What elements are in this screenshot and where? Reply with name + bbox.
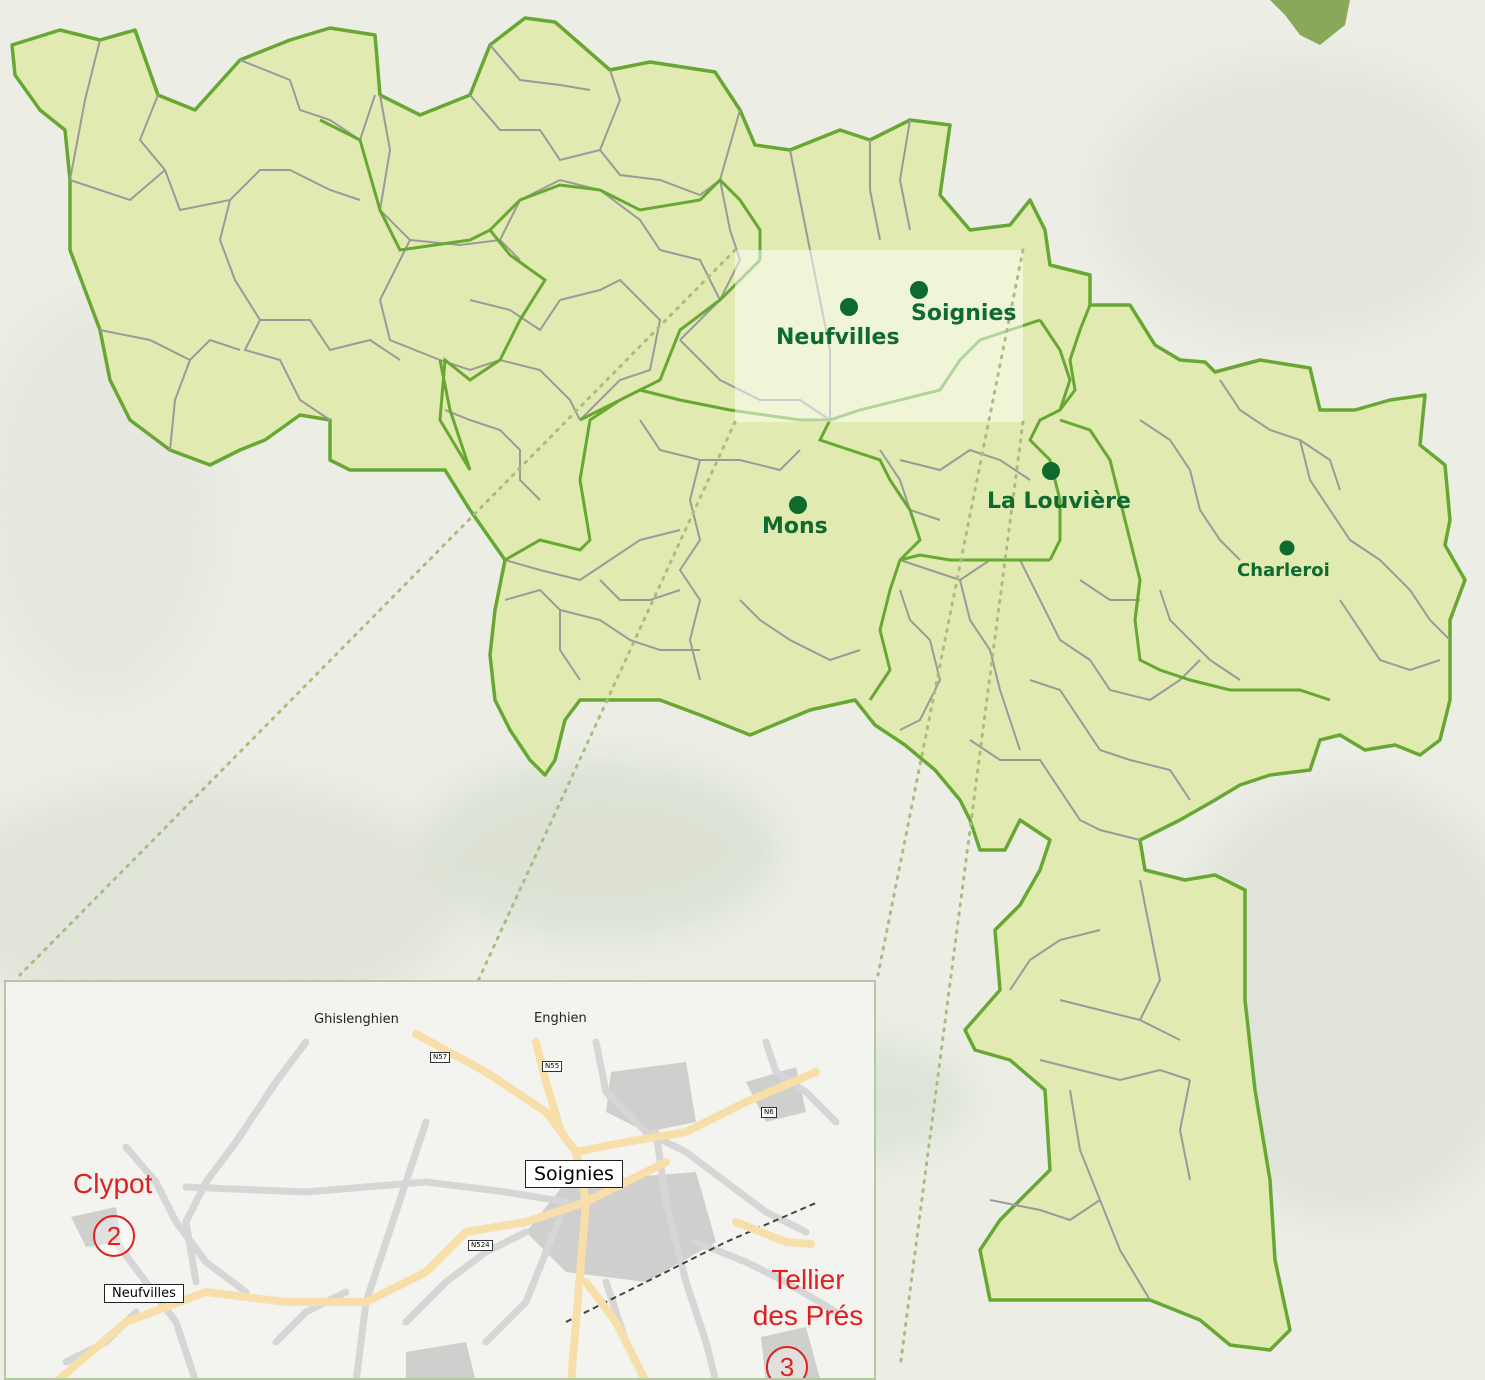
urban-area xyxy=(406,1342,475,1378)
zoom-highlight xyxy=(735,250,1023,422)
place-label-neufvilles: Neufvilles xyxy=(104,1284,184,1303)
city-marker-soignies xyxy=(910,281,928,299)
city-marker-mons xyxy=(789,496,807,514)
city-marker-charleroi xyxy=(1279,540,1295,556)
site-number-clypot: 2 xyxy=(93,1215,135,1257)
site-name-clypot: Clypot xyxy=(73,1168,153,1199)
place-label-soignies: Soignies xyxy=(525,1160,623,1188)
city-marker-neufvilles xyxy=(840,298,858,316)
city-label-charleroi: Charleroi xyxy=(1237,560,1330,581)
road-badge-n524: N524 xyxy=(468,1240,493,1251)
inset-road-network xyxy=(54,1030,840,1378)
zoom-connectors xyxy=(18,248,1025,1368)
road-badge-n6: N6 xyxy=(761,1107,777,1118)
forest-patch xyxy=(1270,0,1350,45)
city-label-soignies: Soignies xyxy=(911,301,1017,326)
inset-map: Ghislenghien Enghien N57 N55 N6 N524 Soi… xyxy=(4,980,876,1380)
road-badge-n57: N57 xyxy=(430,1052,451,1063)
road-badge-n55: N55 xyxy=(542,1061,563,1072)
place-enghien: Enghien xyxy=(534,1011,587,1026)
city-label-neufvilles: Neufvilles xyxy=(776,325,900,350)
site-number-tellier: 3 xyxy=(766,1346,808,1378)
urban-area xyxy=(606,1062,696,1132)
place-ghislenghien: Ghislenghien xyxy=(314,1012,399,1027)
district-borders xyxy=(319,118,1331,702)
city-marker-la-louviere xyxy=(1042,462,1060,480)
site-name-tellier: Tellier des Prés xyxy=(752,1264,864,1331)
province-shape xyxy=(10,16,1467,1352)
city-label-mons: Mons xyxy=(762,514,828,539)
commune-borders xyxy=(69,39,1451,1301)
city-label-la-louviere: La Louvière xyxy=(987,489,1131,514)
